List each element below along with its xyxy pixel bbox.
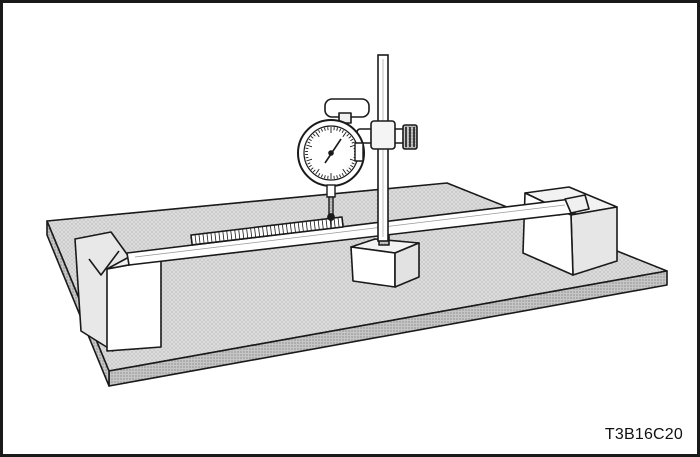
serration-line xyxy=(325,218,328,229)
serration-line xyxy=(337,217,340,228)
dial-tick xyxy=(342,168,347,175)
serration-line xyxy=(222,231,225,242)
shaft-end-right xyxy=(564,194,590,214)
clamp-assembly xyxy=(356,120,418,150)
post-clamp-block xyxy=(370,120,396,150)
dial-tick xyxy=(318,129,321,134)
v-block-left-groove xyxy=(88,250,120,276)
serration-line xyxy=(226,230,229,241)
dial-tick xyxy=(346,169,350,173)
dial-tick xyxy=(341,172,344,177)
serration-line xyxy=(206,233,209,244)
dial-tick xyxy=(318,172,321,177)
serration-line xyxy=(238,229,241,240)
dial-tick xyxy=(336,127,338,131)
dial-tick xyxy=(308,164,312,168)
dial-back-lug xyxy=(354,142,364,162)
dial-tick xyxy=(320,174,323,178)
dial-tick xyxy=(346,133,350,137)
dial-tick xyxy=(339,128,342,132)
serration-line xyxy=(246,228,249,239)
serration-line xyxy=(210,232,213,243)
serration-line xyxy=(202,233,205,244)
dial-tick xyxy=(315,168,320,175)
dial-tick xyxy=(315,131,320,138)
serration-lines xyxy=(194,217,340,245)
serration-line xyxy=(305,221,308,232)
dial-ticks xyxy=(305,127,357,179)
v-block-left-front xyxy=(106,258,162,352)
dial-tick xyxy=(320,128,323,132)
dial-tick xyxy=(324,175,326,179)
dial-center xyxy=(328,150,334,156)
dial-tick xyxy=(351,141,355,144)
dial-tick xyxy=(305,147,309,150)
serration-line xyxy=(282,224,284,235)
dial-tick xyxy=(342,131,347,138)
dial-tick xyxy=(307,141,311,144)
shaft-highlight xyxy=(134,204,566,258)
serration-line xyxy=(289,223,292,234)
dial-tick xyxy=(310,136,314,139)
dial-tick xyxy=(308,138,312,142)
dial-tick xyxy=(305,156,309,159)
magnetic-base-side xyxy=(394,242,420,288)
serration-line xyxy=(218,231,221,242)
dial-tick xyxy=(350,164,354,168)
dial-tick xyxy=(312,169,316,173)
serration-line xyxy=(293,222,296,233)
serration-line xyxy=(258,226,261,237)
serration-line xyxy=(194,234,197,245)
dial-tick xyxy=(307,162,311,165)
dial-tick xyxy=(341,129,344,134)
dial-tick xyxy=(312,133,316,137)
serration-line xyxy=(250,227,253,238)
dial-tick xyxy=(348,167,352,170)
dial-plunger xyxy=(326,184,336,228)
dial-tick xyxy=(351,162,355,165)
magnetic-base xyxy=(350,234,420,288)
dial-tick xyxy=(310,167,314,170)
serration-line xyxy=(309,220,312,231)
serration-line xyxy=(301,221,304,232)
serration-line xyxy=(317,219,320,230)
serration-line xyxy=(313,220,316,231)
plunger-contact-tip xyxy=(327,213,335,221)
serration-line xyxy=(278,224,280,235)
serration-line xyxy=(230,230,233,241)
serration-line xyxy=(198,234,201,245)
dial-tick xyxy=(324,127,326,131)
serration-line xyxy=(285,223,288,234)
serration-line xyxy=(234,229,237,240)
serration-line xyxy=(266,225,268,236)
serration-line xyxy=(254,227,257,238)
figure-code-label: T3B16C20 xyxy=(604,426,683,443)
dial-tick xyxy=(339,174,342,178)
serration-line xyxy=(321,219,324,230)
dial-indicator-runout-illustration xyxy=(46,54,668,387)
serration-line xyxy=(297,222,300,233)
serration-line xyxy=(270,225,272,236)
dial-indicator xyxy=(297,119,365,187)
dial-tick xyxy=(350,138,354,142)
serration-line xyxy=(214,232,217,243)
dial-needle xyxy=(324,138,342,164)
dial-tick xyxy=(306,144,313,148)
serration-line xyxy=(262,226,265,237)
serration-line xyxy=(274,225,276,236)
shaft-body xyxy=(126,198,576,266)
dial-lock-lever xyxy=(324,98,370,124)
dial-tick xyxy=(348,136,352,139)
magnetic-base-front xyxy=(350,246,396,288)
dial-tick xyxy=(336,175,338,179)
serration-line xyxy=(242,228,245,239)
dial-tick xyxy=(306,158,313,162)
serration-line xyxy=(333,217,336,228)
